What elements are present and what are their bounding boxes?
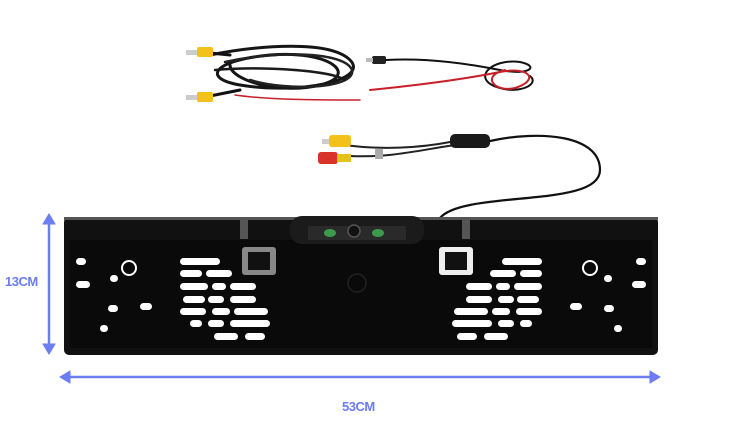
plate-slot xyxy=(636,258,646,265)
plate-slot xyxy=(180,308,206,315)
plate-slot xyxy=(206,270,232,277)
plate-slot xyxy=(180,258,220,265)
plate-slot xyxy=(180,270,202,277)
plate-slot xyxy=(230,296,256,303)
camera-cable xyxy=(344,134,602,220)
plate-slot xyxy=(496,283,510,290)
plate-slot xyxy=(516,308,542,315)
plate-slot xyxy=(514,283,542,290)
plate-slot xyxy=(190,320,202,327)
rca-plug-bottom xyxy=(186,92,213,102)
rca-plug-red xyxy=(318,152,351,164)
plate-slot xyxy=(212,308,230,315)
plate-slot xyxy=(208,320,224,327)
rca-extension-cable xyxy=(198,44,361,101)
plate-slot xyxy=(230,283,256,290)
plate-slot xyxy=(604,275,612,282)
height-label: 13CM xyxy=(5,274,38,289)
width-dimension-arrow xyxy=(59,370,661,384)
rca-plug-yellow xyxy=(322,135,351,147)
power-cable xyxy=(366,56,534,91)
plate-slot xyxy=(452,320,492,327)
plate-slot xyxy=(230,320,270,327)
plate-slot xyxy=(520,270,542,277)
plate-slot xyxy=(76,281,90,288)
plate-slot xyxy=(520,320,532,327)
plate-slot xyxy=(632,281,646,288)
height-dimension-arrow xyxy=(42,213,56,355)
plate-slot xyxy=(234,308,268,315)
plate-slot xyxy=(180,283,208,290)
plate-slot xyxy=(604,305,614,312)
plate-slot xyxy=(570,303,582,310)
plate-slot xyxy=(492,308,510,315)
plate-slot xyxy=(208,296,224,303)
camera-module xyxy=(290,216,424,244)
plate-slot xyxy=(517,296,539,303)
plate-slot xyxy=(245,333,265,340)
plate-slot xyxy=(100,325,108,332)
plate-slot xyxy=(502,258,542,265)
plate-slot xyxy=(466,296,492,303)
plate-slot xyxy=(466,283,492,290)
plate-slot xyxy=(212,283,226,290)
plate-slot xyxy=(490,270,516,277)
width-label: 53CM xyxy=(342,399,375,414)
plate-slot xyxy=(454,308,488,315)
plate-slot xyxy=(110,275,118,282)
plate-slot xyxy=(484,333,508,340)
plate-slot xyxy=(614,325,622,332)
plate-slot xyxy=(498,320,514,327)
license-plate-frame xyxy=(64,217,658,355)
rca-plug-top xyxy=(186,47,213,57)
plate-slot xyxy=(183,296,205,303)
plate-slot xyxy=(457,333,477,340)
plate-slot xyxy=(214,333,238,340)
plate-slot xyxy=(108,305,118,312)
plate-slot xyxy=(498,296,514,303)
plate-slot xyxy=(76,258,86,265)
plate-slot xyxy=(140,303,152,310)
